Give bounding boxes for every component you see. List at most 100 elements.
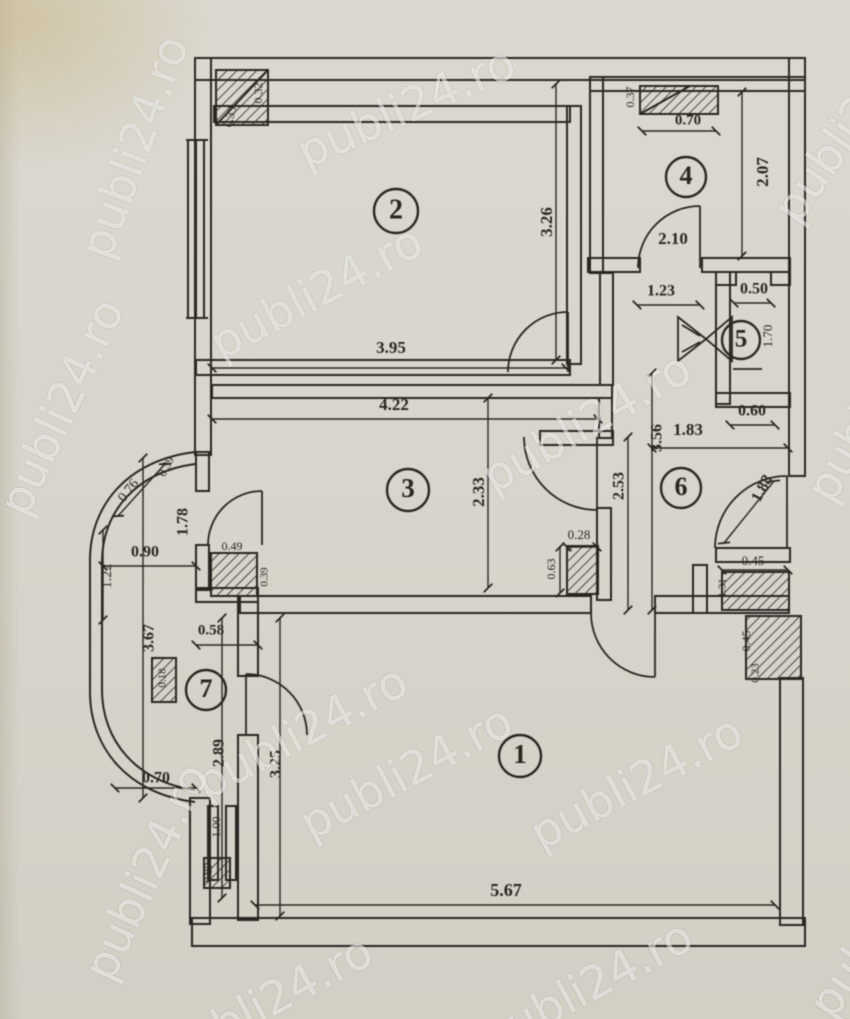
dimension-tick bbox=[253, 640, 263, 650]
wall bbox=[211, 384, 613, 399]
dimension-label: 2.07 bbox=[753, 157, 772, 187]
fan-detail-line bbox=[681, 324, 701, 337]
dimension-label: 2.33 bbox=[469, 477, 488, 507]
dimension-label: 1.78 bbox=[175, 508, 192, 536]
dimension-tick bbox=[729, 298, 739, 308]
hatch-diagonal bbox=[639, 85, 691, 115]
door-arc bbox=[637, 205, 701, 269]
hatch-diagonal bbox=[215, 69, 269, 126]
dimension-tick bbox=[737, 87, 747, 97]
fan-blade bbox=[677, 315, 708, 363]
dimension-label: 0.60 bbox=[738, 403, 766, 420]
dimension-tick bbox=[737, 251, 747, 261]
dimension-tick bbox=[561, 363, 571, 373]
dimension-label: 0.25 bbox=[203, 863, 215, 883]
hatched-pier bbox=[639, 85, 719, 115]
dimension-label: 2.10 bbox=[658, 229, 688, 248]
dimension-line bbox=[723, 480, 775, 544]
dimension-label: 3.56 bbox=[649, 424, 666, 452]
dimension-tick bbox=[551, 355, 561, 365]
watermark-text: publi24.ro bbox=[520, 703, 752, 861]
watermark-text: publi24.ro bbox=[72, 755, 220, 989]
dimension-label: 1.83 bbox=[673, 420, 703, 439]
wall bbox=[213, 105, 571, 123]
dimension-label: 0.70 bbox=[675, 112, 701, 128]
dimension-label: 1.70 bbox=[760, 325, 775, 348]
door-arc bbox=[523, 436, 598, 511]
room-number: 4 bbox=[680, 161, 693, 190]
wall bbox=[701, 257, 791, 273]
dimension-tick bbox=[138, 453, 148, 463]
room-number-circle bbox=[720, 319, 762, 361]
dimension-tick bbox=[275, 613, 285, 623]
fan-blade bbox=[704, 315, 733, 363]
dimension-tick bbox=[98, 615, 108, 625]
dimension-label: 5.67 bbox=[490, 880, 522, 900]
dimension-label: 2.89 bbox=[211, 739, 228, 767]
dimension-label: 0.49 bbox=[222, 539, 243, 553]
hatched-pier bbox=[721, 571, 790, 611]
dimension-label: 1.22 bbox=[100, 564, 115, 589]
dimension-tick bbox=[717, 541, 731, 545]
dimension-tick bbox=[158, 462, 172, 466]
wall bbox=[598, 397, 613, 439]
door-arc bbox=[714, 475, 788, 549]
wall bbox=[539, 430, 614, 446]
wall bbox=[692, 564, 708, 614]
dimension-label: 0.33 bbox=[220, 105, 239, 129]
dimension-tick bbox=[766, 298, 776, 308]
dimension-label: 0.32 bbox=[251, 83, 265, 104]
dimension-label: 0.23 bbox=[750, 663, 762, 683]
dimension-tick bbox=[555, 542, 565, 552]
fan-symbol bbox=[677, 315, 762, 370]
wall bbox=[715, 392, 791, 408]
dimension-tick bbox=[138, 793, 148, 803]
dimension-tick bbox=[770, 900, 780, 910]
dimension-tick bbox=[647, 368, 657, 378]
dimension-tick bbox=[191, 561, 201, 571]
room-number: 7 bbox=[200, 674, 213, 703]
hatched-pier bbox=[566, 545, 599, 595]
dimension-tick bbox=[647, 605, 657, 615]
watermark-text: publi24.ro bbox=[290, 693, 522, 851]
hatched-pier bbox=[210, 552, 258, 597]
dimension-tick bbox=[725, 420, 735, 430]
wall bbox=[239, 595, 592, 614]
dimension-tick bbox=[632, 300, 642, 310]
dimension-tick bbox=[191, 783, 201, 793]
dimension-tick bbox=[217, 893, 227, 903]
fan-detail-line bbox=[681, 341, 701, 353]
dimension-tick bbox=[695, 300, 705, 310]
dimension-label: 4.22 bbox=[379, 395, 409, 414]
dimension-label: 3.67 bbox=[141, 624, 158, 652]
room-number-circle bbox=[184, 668, 228, 712]
wall bbox=[566, 105, 582, 365]
dimension-label: 3.25 bbox=[268, 750, 285, 778]
wall bbox=[237, 734, 259, 921]
dimension-tick bbox=[562, 542, 572, 552]
room-number-circle bbox=[664, 155, 708, 199]
dimension-label: 1.23 bbox=[647, 283, 675, 300]
dimension-tick bbox=[783, 443, 793, 453]
dimension-label: 1.00 bbox=[209, 817, 223, 838]
dimension-tick bbox=[647, 443, 657, 453]
dimension-label: 0.37 bbox=[623, 87, 637, 108]
dimension-tick bbox=[783, 565, 793, 575]
dimension-tick bbox=[110, 783, 120, 793]
dimension-tick bbox=[207, 363, 217, 373]
dimension-label: 3.95 bbox=[376, 338, 406, 357]
dimension-tick bbox=[770, 420, 780, 430]
room-number-circle bbox=[372, 187, 420, 235]
doors-layer bbox=[207, 205, 788, 736]
watermark-text: publi24.ro bbox=[797, 806, 850, 1019]
watermark-text: publi24.ro bbox=[150, 923, 382, 1019]
dimension-tick bbox=[555, 588, 565, 598]
dimension-tick bbox=[250, 900, 260, 910]
dimension-tick bbox=[483, 583, 493, 593]
